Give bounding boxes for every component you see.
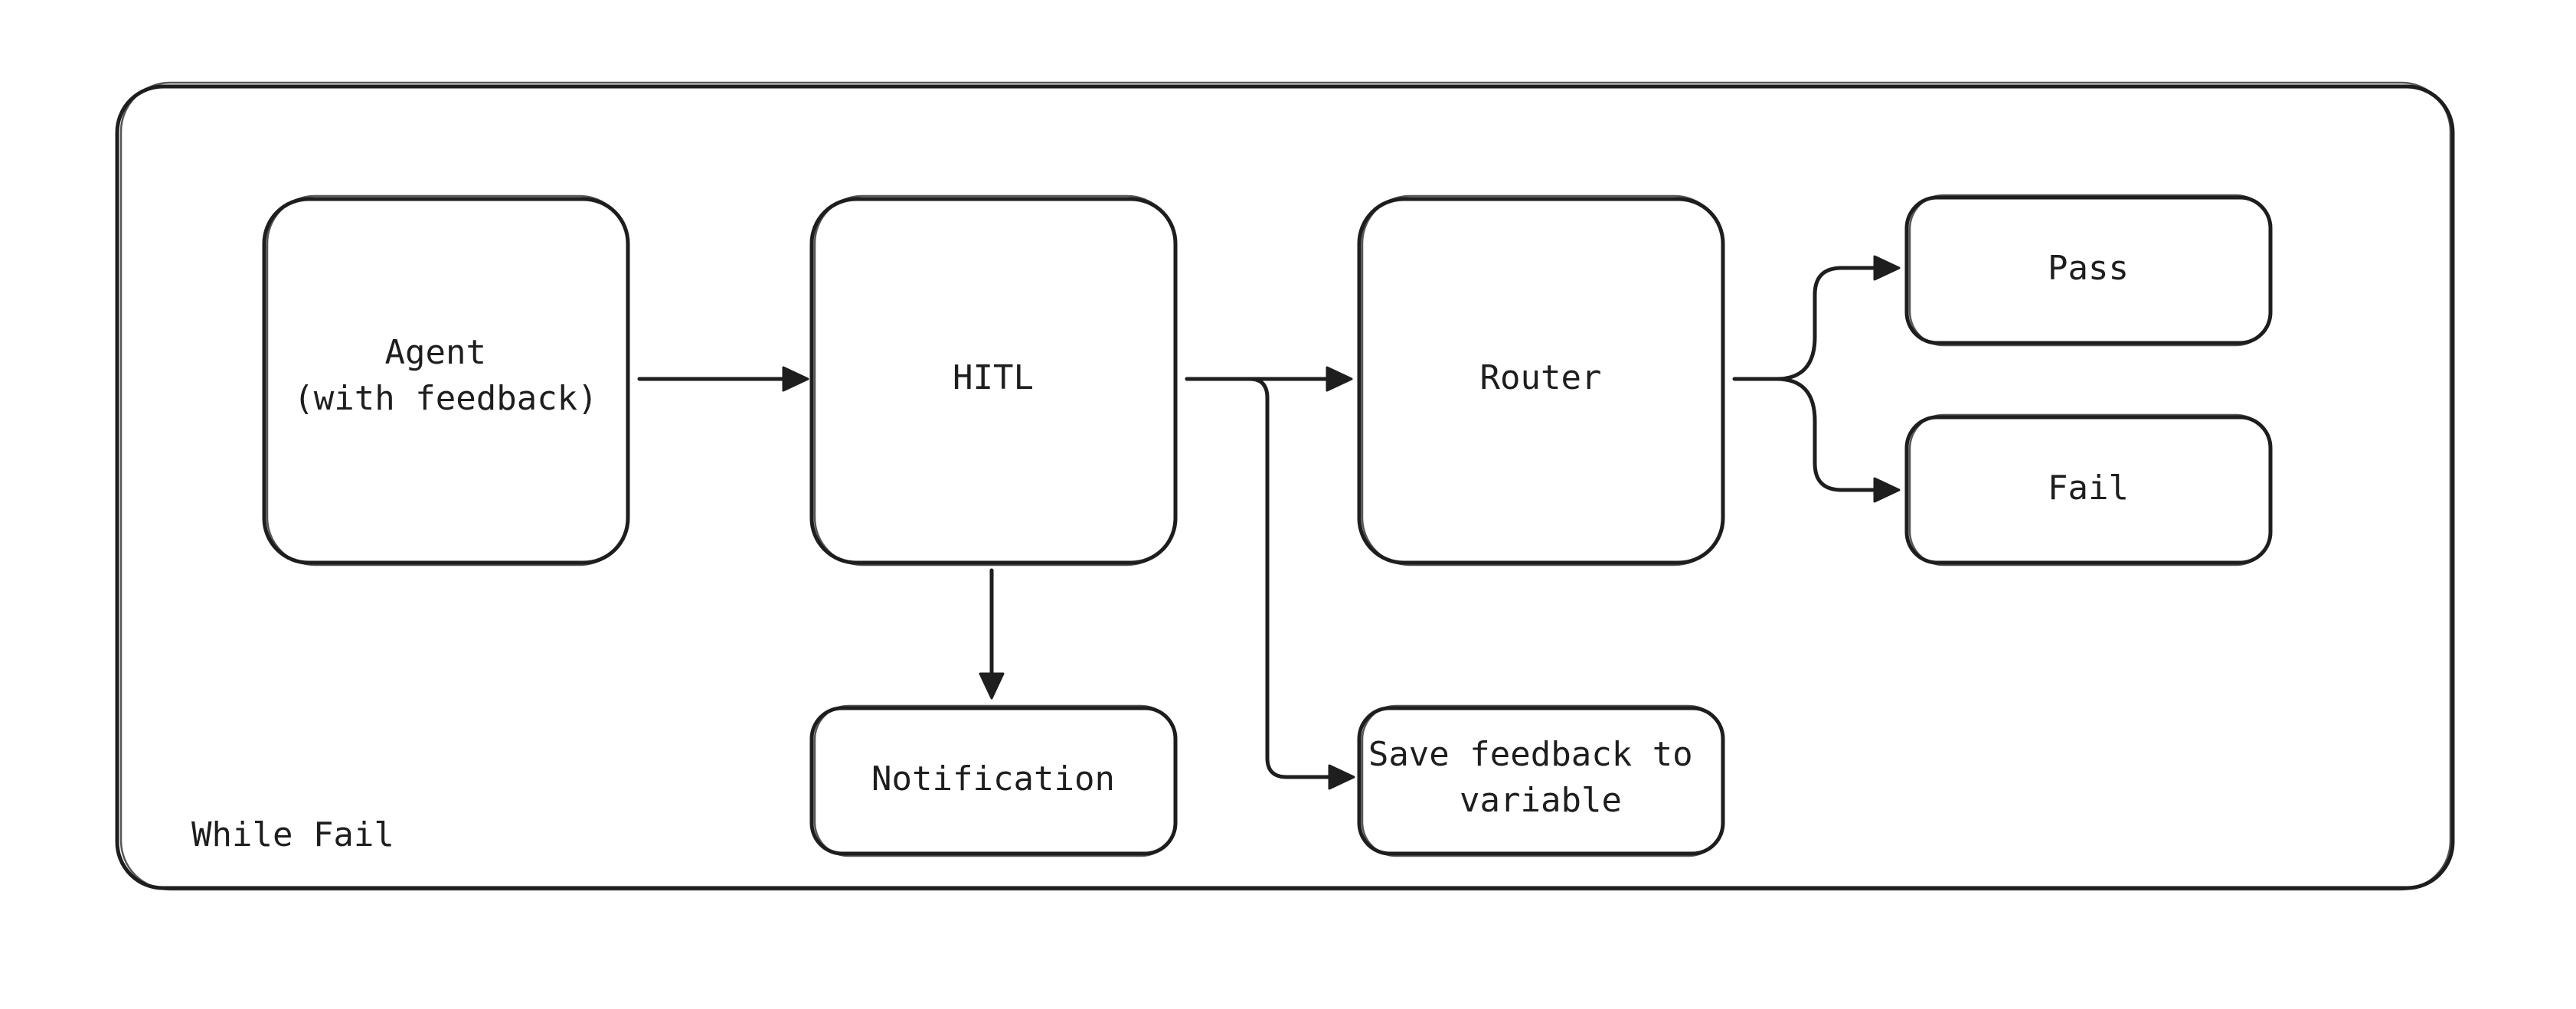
node-pass-label: Pass (2048, 249, 2129, 288)
node-agent[interactable]: Agent (with feedback) (262, 194, 630, 567)
node-notification-label: Notification (871, 759, 1115, 798)
node-router[interactable]: Router (1357, 194, 1725, 567)
edge-hitl-to-notification (979, 568, 1005, 700)
node-pass[interactable]: Pass (1904, 194, 2273, 347)
edge-router-to-pass (1732, 255, 1901, 381)
node-save-feedback[interactable]: Save feedback to variable (1357, 704, 1725, 857)
edge-hitl-to-save (1185, 377, 1355, 790)
node-fail[interactable]: Fail (1904, 413, 2273, 567)
node-save-feedback-label: Save feedback to variable (1368, 735, 1713, 820)
node-hitl-label: HITL (953, 358, 1034, 397)
loop-label: While Fail (191, 815, 394, 854)
edge-router-to-fail (1774, 377, 1901, 503)
node-hitl[interactable]: HITL (809, 194, 1178, 567)
node-router-label: Router (1480, 358, 1602, 397)
node-agent-label: Agent (with feedback) (293, 333, 597, 418)
edge-agent-to-hitl (637, 366, 809, 392)
edges (637, 255, 1901, 790)
node-notification[interactable]: Notification (809, 704, 1178, 857)
node-fail-label: Fail (2048, 469, 2129, 508)
loop-container: While Fail (115, 81, 2455, 891)
